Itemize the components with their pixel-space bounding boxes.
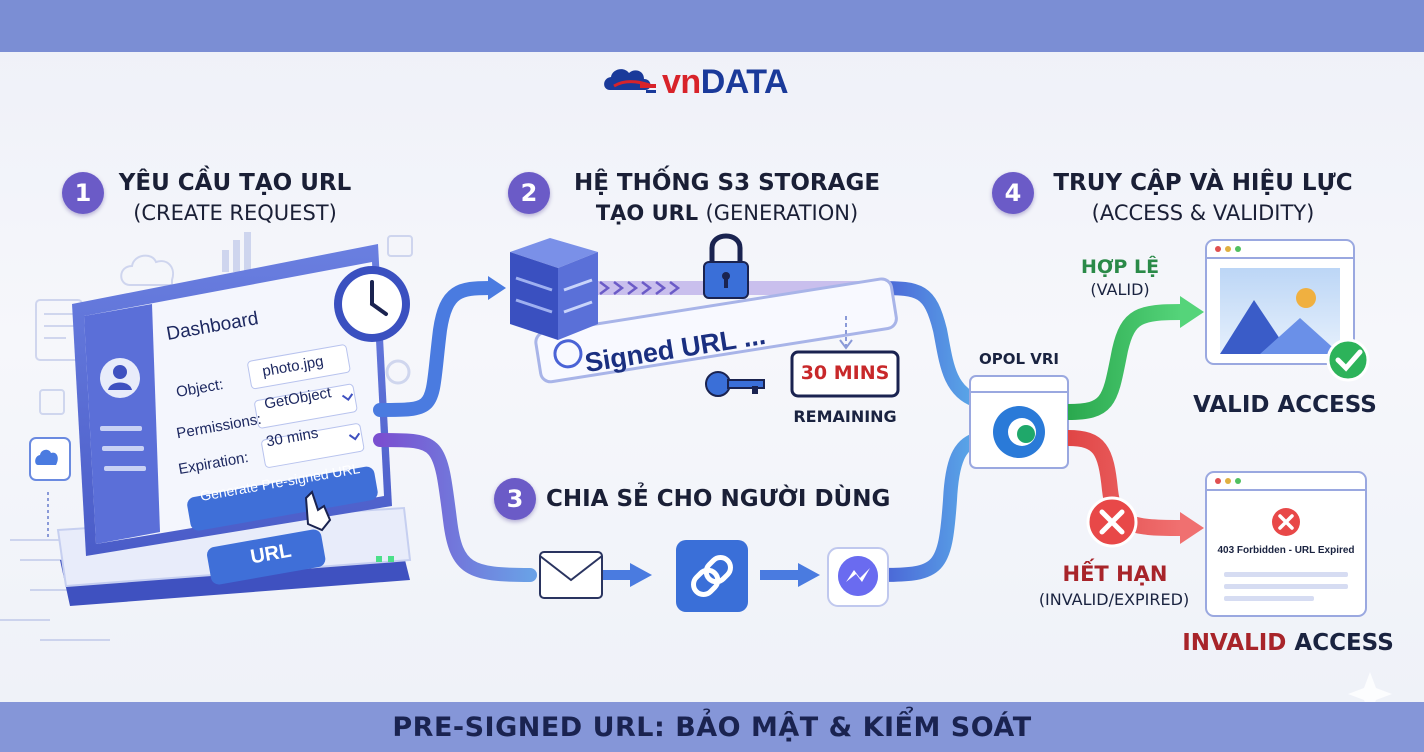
- step-4-title: TRUY CẬP VÀ HIỆU LỰC (ACCESS & VALIDITY): [1038, 168, 1368, 228]
- step-3-heading: CHIA SẺ CHO NGƯỜI DÙNG: [546, 486, 891, 512]
- timer-label: REMAINING: [793, 407, 897, 426]
- top-banner: [0, 0, 1424, 52]
- step-4-heading: TRUY CẬP VÀ HIỆU LỰC: [1053, 170, 1353, 196]
- expired-sublabel: (INVALID/EXPIRED): [1038, 590, 1190, 609]
- lock-icon: [703, 233, 749, 299]
- timer-value: 30 MINS: [800, 362, 890, 384]
- step-2-heading: HỆ THỐNG S3 STORAGE: [573, 170, 881, 196]
- logo-suffix: DATA: [700, 62, 789, 101]
- expired-label: HẾT HẠN: [1062, 562, 1168, 586]
- footer-banner: PRE-SIGNED URL: BẢO MẬT & KIỂM SOÁT: [0, 702, 1424, 752]
- key-icon: [705, 371, 765, 397]
- browser-label: OPOL VRI: [978, 350, 1060, 368]
- error-message: 403 Forbidden - URL Expired: [1217, 545, 1355, 556]
- footer-title: PRE-SIGNED URL: BẢO MẬT & KIỂM SOÁT: [392, 711, 1032, 743]
- step-1-title: YÊU CẦU TẠO URL (CREATE REQUEST): [100, 168, 370, 228]
- step-3-title: CHIA SẺ CHO NGƯỜI DÙNG: [546, 484, 926, 514]
- step-1-heading: YÊU CẦU TẠO URL: [118, 170, 352, 196]
- step-2-subheading: (GENERATION): [705, 201, 859, 225]
- step-1-badge: 1: [62, 172, 104, 214]
- invalid-access-result: INVALID ACCESS: [1170, 630, 1406, 656]
- logo-prefix: vn: [662, 62, 701, 101]
- invalid-word: INVALID: [1182, 630, 1287, 656]
- access-word: ACCESS: [1294, 630, 1394, 656]
- step-2-badge: 2: [508, 172, 550, 214]
- step-1-subheading: (CREATE REQUEST): [133, 201, 337, 225]
- valid-label: HỢP LỆ: [1080, 256, 1160, 278]
- step-2-heading-line2: TẠO URL: [595, 201, 699, 225]
- laptop-illustration: [56, 244, 412, 606]
- step-3-badge: 3: [494, 478, 536, 520]
- server-icon: [510, 238, 598, 340]
- step-4-subheading: (ACCESS & VALIDITY): [1091, 201, 1315, 225]
- step-2-title: HỆ THỐNG S3 STORAGE TẠO URL (GENERATION): [552, 168, 902, 228]
- valid-access-result: VALID ACCESS: [1193, 392, 1377, 418]
- valid-sublabel: (VALID): [1090, 280, 1150, 299]
- step-4-badge: 4: [992, 172, 1034, 214]
- vndata-logo: vnDATA: [600, 60, 789, 104]
- cloud-logo-icon: [604, 69, 656, 93]
